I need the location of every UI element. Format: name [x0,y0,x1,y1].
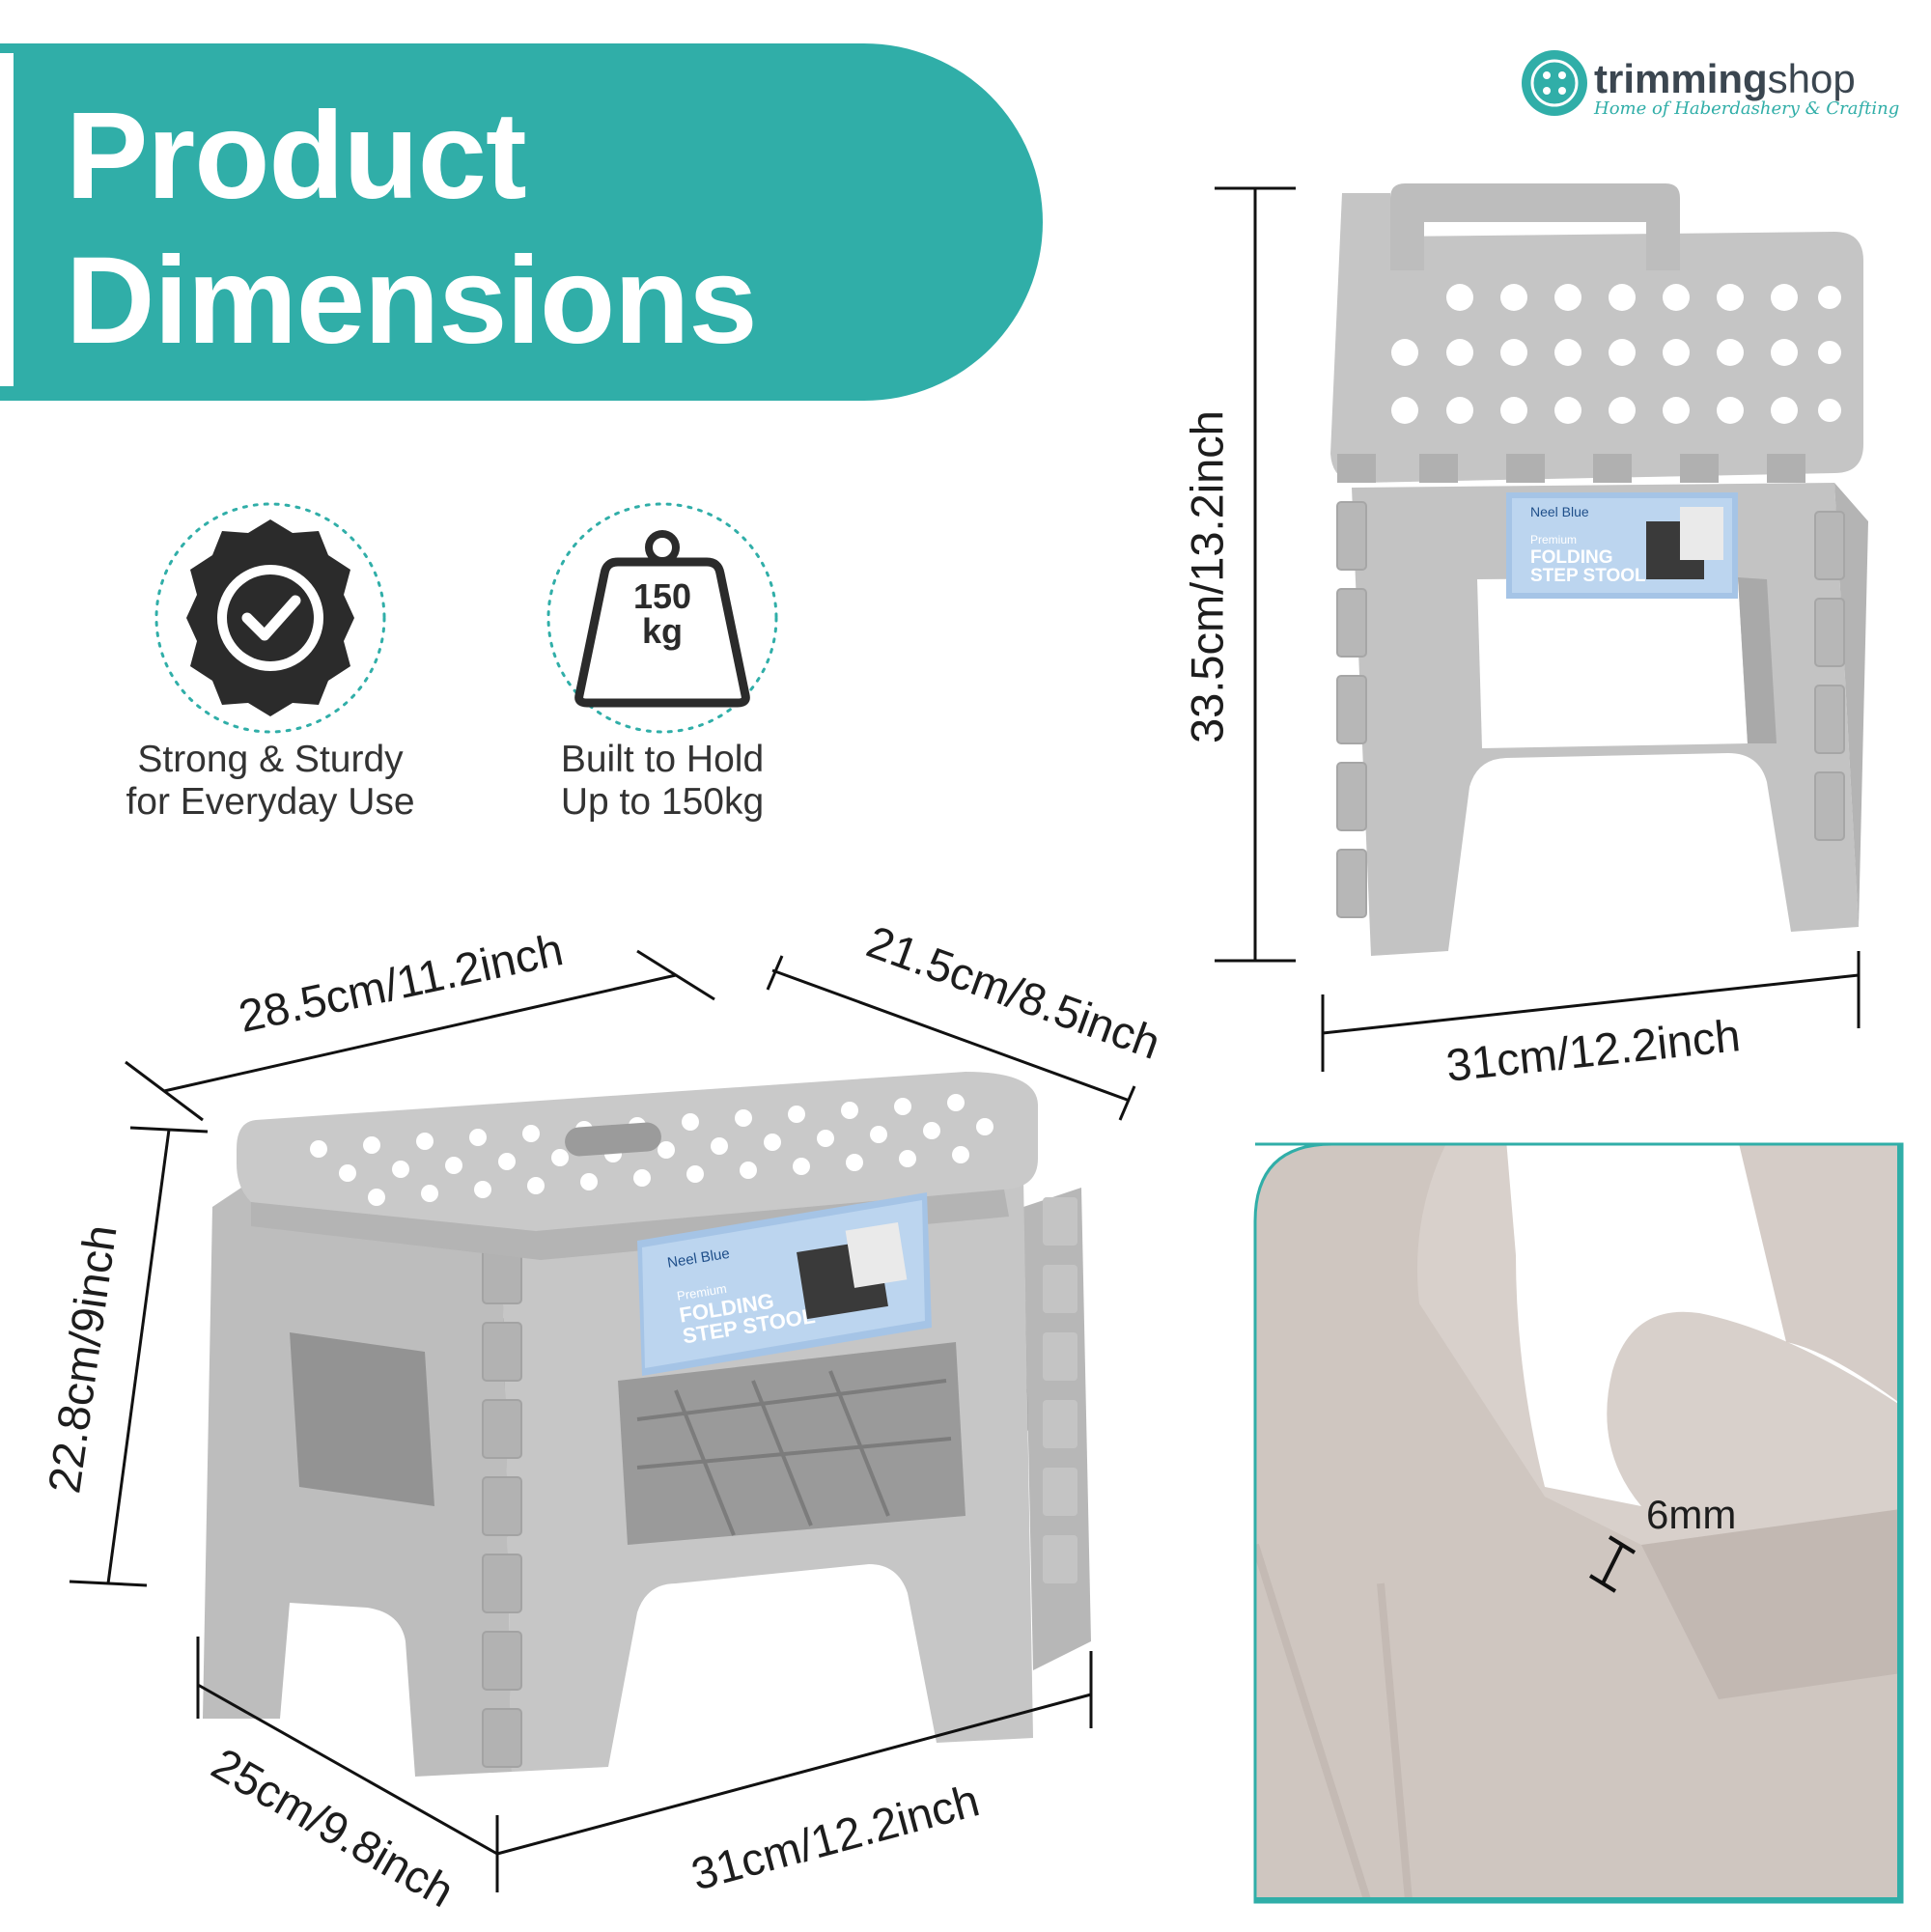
brand-name-light: shop [1767,56,1856,101]
folded-label-premium: Premium [1530,533,1578,546]
banner-accent-strip [0,53,14,386]
dim-base-depth: 25cm/9.8inch [203,1737,463,1918]
check-badge-icon [154,502,386,734]
dim-folded-height: 33.5cm/13.2inch [1181,410,1233,743]
dim-base-width: 31cm/12.2inch [686,1774,985,1900]
feature-caption-weight: Built to Hold Up to 150kg [498,739,826,823]
feature-caption-sturdy: Strong & Sturdy for Everyday Use [97,739,444,823]
brand-tagline: Home of Haberdashery & Crafting [1594,98,1900,119]
folded-label-title: FOLDING STEP STOOL [1530,548,1646,585]
weight-icon-unit: kg [641,611,683,651]
dim-top-depth: 21.5cm/8.5inch [860,915,1167,1069]
title-line-1: Product [66,87,527,225]
weight-icon-value: 150 [632,576,692,616]
dim-top-width: 28.5cm/11.2inch [234,923,568,1042]
dim-wall-thickness: 6mm [1646,1492,1737,1537]
feature-caption-line: Up to 150kg [560,780,765,823]
feature-caption-line: for Everyday Use [126,780,415,823]
dim-height: 22.8cm/9inch [38,1221,126,1497]
button-logo-icon [1522,50,1587,116]
title-banner [0,43,1043,401]
folded-label-line: STEP STOOL [1530,566,1646,586]
folded-label-brand: Neel Blue [1530,504,1589,519]
product-label-brand: Neel Blue [666,1245,731,1272]
stool-illustration [203,1072,1091,1777]
feature-caption-line: Built to Hold [560,739,765,780]
feature-caption-line: Strong & Sturdy [137,739,404,780]
title-line-2: Dimensions [66,232,757,370]
closeup-photo [1253,1142,1904,1904]
dim-folded-width: 31cm/12.2inch [1443,1009,1743,1091]
brand-name-bold: trimming [1594,56,1768,101]
brand-wordmark: trimmingshop [1594,56,1856,102]
folded-label-line: FOLDING [1530,547,1613,568]
